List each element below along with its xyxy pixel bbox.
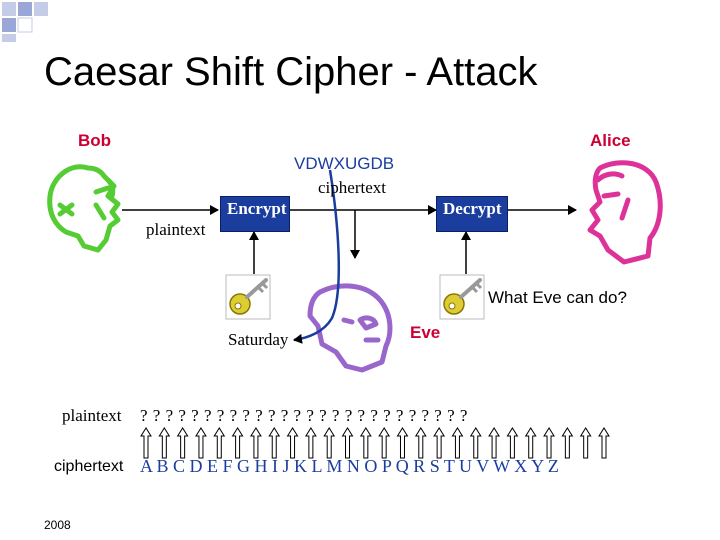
table-up-arrow [323, 427, 336, 459]
table-up-arrow [378, 427, 391, 459]
table-up-arrow [250, 427, 262, 459]
table-up-arrow [176, 427, 189, 459]
ciphertext-value: VDWXUGDB [294, 154, 395, 173]
alice-face-icon [587, 160, 663, 265]
table-up-arrow [579, 427, 592, 459]
ciphertext-row-label: ciphertext [54, 458, 124, 475]
decrypt-label: Decrypt [443, 199, 502, 218]
table-up-arrow [433, 427, 446, 459]
table-up-arrow [506, 427, 519, 459]
footer-year: 2008 [44, 518, 71, 532]
table-up-arrow [268, 427, 281, 459]
table-up-arrow [488, 427, 500, 459]
corner-decoration [2, 2, 48, 42]
table-up-arrow [286, 427, 299, 459]
table-up-arrow [561, 427, 574, 459]
plaintext-row-label: plaintext [62, 406, 122, 425]
table-up-arrow [451, 427, 464, 459]
table-up-arrow [158, 427, 171, 459]
table-up-arrow [524, 427, 537, 459]
ciphertext-label: ciphertext [318, 178, 386, 197]
table-up-arrow [396, 427, 409, 459]
bob-label: Bob [78, 131, 112, 150]
table-arrows [140, 427, 610, 459]
table-up-arrow [543, 427, 555, 459]
key-icon-decrypt [439, 274, 485, 320]
table-up-arrow [414, 427, 427, 459]
table-up-arrow [231, 427, 244, 459]
decrypt-box: Decrypt [436, 196, 508, 232]
table-up-arrow [598, 427, 610, 459]
key-icon-encrypt [225, 274, 271, 320]
eve-question: What Eve can do? [488, 288, 627, 307]
table-up-arrow [195, 427, 207, 459]
key-guess: Saturday [228, 330, 289, 349]
eve-label: Eve [410, 323, 441, 342]
bob-face-icon [47, 164, 121, 253]
encrypt-box: Encrypt [220, 196, 290, 232]
alice-label: Alice [590, 131, 631, 150]
table-up-arrow [140, 427, 152, 459]
table-up-arrow [359, 427, 372, 459]
ciphertext-row: A B C D E F G H I J K L M N O P Q R S T … [140, 456, 559, 476]
page-title: Caesar Shift Cipher - Attack [44, 50, 538, 94]
encrypt-label: Encrypt [227, 199, 287, 218]
plaintext-row: ? ? ? ? ? ? ? ? ? ? ? ? ? ? ? ? ? ? ? ? … [140, 406, 468, 425]
plaintext-label: plaintext [146, 220, 206, 239]
eve-intercept-arrow [293, 169, 341, 344]
table-up-arrow [213, 427, 226, 459]
table-up-arrow [469, 427, 482, 459]
table-up-arrow [304, 427, 317, 459]
table-up-arrow [341, 427, 354, 459]
eve-face-icon [307, 283, 393, 373]
